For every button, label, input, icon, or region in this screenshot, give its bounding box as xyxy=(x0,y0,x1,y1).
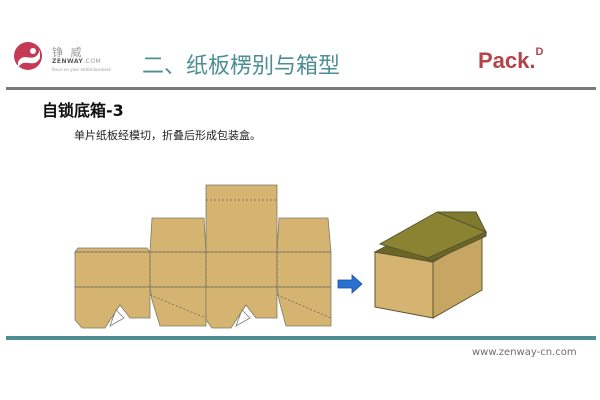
logo-english-name: ZENWAY.COM xyxy=(52,58,101,65)
brand-text: Pack. xyxy=(478,48,536,73)
box-front-face xyxy=(374,251,434,319)
footer-website: www.zenway-cn.com xyxy=(472,347,577,358)
slide-title: 二、纸板楞别与箱型 xyxy=(142,54,341,79)
top-flap-1 xyxy=(74,247,151,253)
top-flap-2 xyxy=(149,217,207,253)
brand-mark: Pack.D xyxy=(478,46,544,74)
logo-english-word: ZENWAY xyxy=(52,58,84,65)
die-cut-net xyxy=(74,184,332,329)
bottom-flap-2 xyxy=(149,286,207,327)
side-panel-3 xyxy=(205,251,278,288)
top-flap-4 xyxy=(276,217,332,253)
lock-notch-1 xyxy=(109,309,125,327)
top-flap-3 xyxy=(205,184,278,253)
logo-chinese-name: 铮 威 xyxy=(52,46,84,59)
side-panel-4 xyxy=(276,251,332,288)
header-divider xyxy=(6,87,596,90)
box-lid-edge xyxy=(427,231,487,263)
company-logo: 铮 威 ZENWAY.COM focus on your entire busi… xyxy=(12,38,132,78)
side-panel-2 xyxy=(149,251,207,288)
logo-english-suffix: .COM xyxy=(83,58,102,65)
section-subtitle: 自锁底箱-3 xyxy=(42,101,124,120)
logo-tagline: focus on your entire business xyxy=(52,67,111,72)
box-lid-tab xyxy=(436,211,488,233)
footer-divider xyxy=(6,336,596,340)
assembled-box xyxy=(373,211,488,319)
brand-superscript: D xyxy=(535,46,544,58)
bottom-flap-1 xyxy=(74,286,151,329)
side-panel-1 xyxy=(74,251,151,288)
bottom-flap-3 xyxy=(205,286,278,329)
logo-mark-icon xyxy=(14,42,42,70)
right-arrow-icon xyxy=(337,274,363,294)
fold-lines xyxy=(75,199,332,319)
lock-notch-2 xyxy=(235,309,251,327)
section-description: 单片纸板经模切，折叠后形成包装盒。 xyxy=(74,129,261,142)
